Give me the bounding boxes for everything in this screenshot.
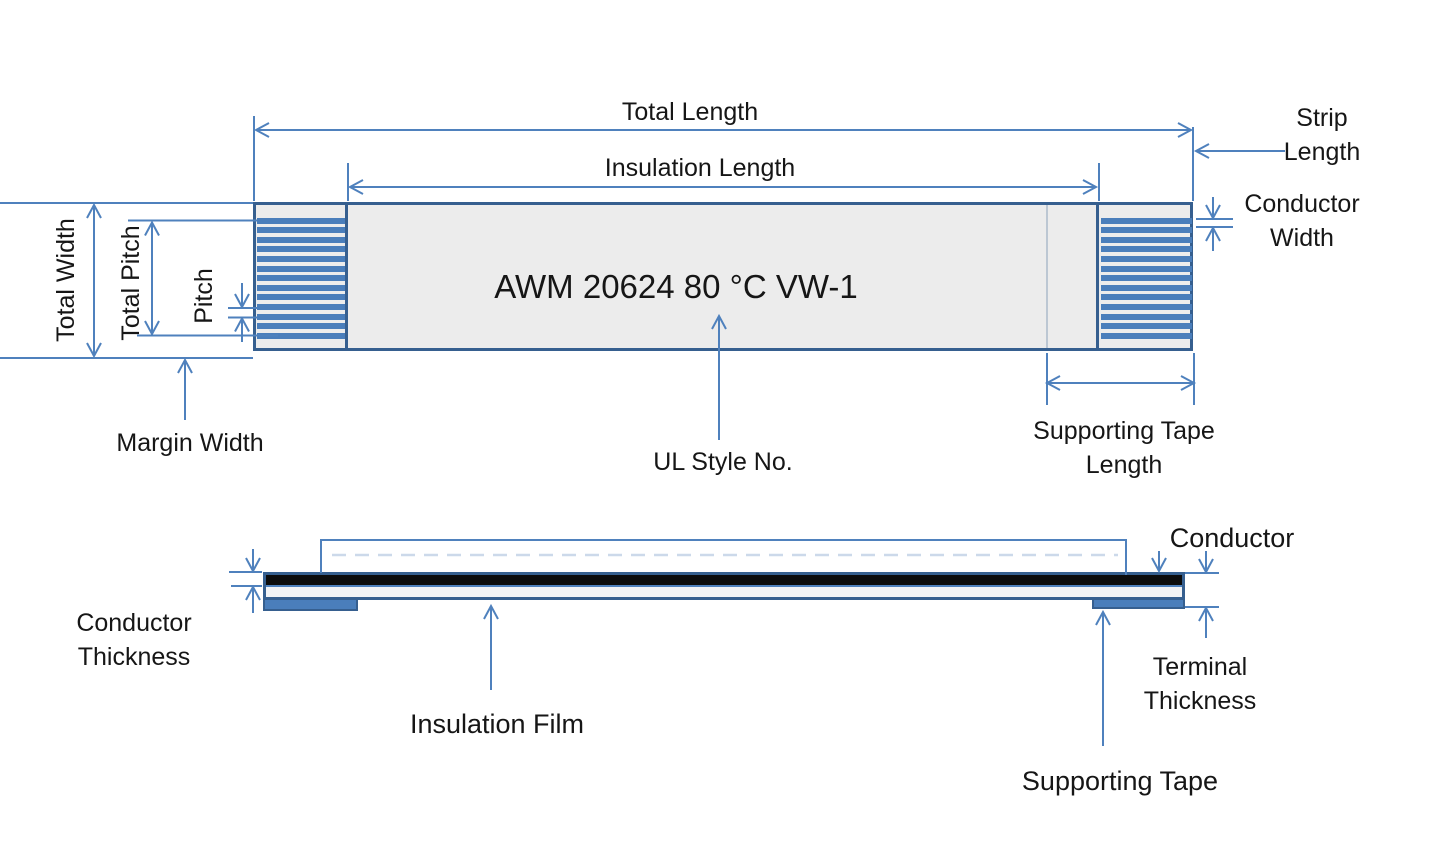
conductor-stripe — [1101, 284, 1192, 291]
arrowhead-insulation-film — [483, 603, 499, 620]
conductor-stripe — [257, 265, 345, 272]
arrowhead-pitch-top — [234, 293, 250, 310]
arrowhead-conductor-thickness-top — [245, 557, 261, 574]
label-strip-length: Strip Length — [1283, 104, 1361, 166]
label-supporting-tape-length: Supporting Tape Length — [1033, 417, 1215, 479]
dim-conductor-leader-bracket — [320, 539, 1127, 575]
label-conductor-thickness: Conductor Thickness — [76, 609, 192, 671]
right-terminal-separator — [1096, 205, 1099, 348]
conductor-stripe — [1101, 275, 1192, 282]
conductor-stripe — [1101, 323, 1192, 330]
adhesive-layer-line — [266, 585, 1182, 587]
conductor-stripe — [257, 332, 345, 339]
label-supporting-tape: Supporting Tape — [1021, 766, 1219, 796]
conductor-stripe — [257, 284, 345, 291]
conductor-stripe — [1101, 246, 1192, 253]
label-conductor-width: Conductor Width — [1244, 190, 1360, 252]
arrowhead-terminal-thickness-top — [1198, 558, 1214, 575]
label-pitch: Pitch — [190, 268, 218, 324]
arrowhead-supporting-tape-length-left — [1044, 375, 1061, 391]
conductor-stripe — [257, 313, 345, 320]
conductor-stripe — [257, 323, 345, 330]
arrowhead-pitch-bottom — [234, 316, 250, 332]
arrowhead-terminal-thickness-bottom — [1198, 605, 1214, 622]
left-terminal-separator — [345, 205, 348, 348]
conductor-stripe — [257, 217, 345, 224]
arrowhead-total-width-top — [86, 202, 102, 219]
arrowhead-conductor-pointer — [1151, 557, 1167, 574]
label-total-pitch: Total Pitch — [117, 225, 145, 341]
conductor-stripe — [1101, 227, 1192, 234]
conductor-stripe — [257, 255, 345, 262]
arrowhead-insulation-length-right — [1082, 179, 1099, 195]
label-insulation-film: Insulation Film — [409, 709, 585, 739]
label-margin-width: Margin Width — [116, 429, 264, 457]
label-total-length: Total Length — [621, 98, 759, 126]
supporting-tape-pad-right — [1092, 598, 1185, 609]
label-insulation-length: Insulation Length — [604, 154, 796, 182]
arrowhead-conductor-width-top — [1205, 204, 1221, 221]
arrowhead-margin-width — [177, 357, 193, 374]
cable-marking-text: AWM 20624 80 °C VW-1 — [494, 268, 858, 305]
conductor-stripe — [1101, 255, 1192, 262]
cable-side-view — [263, 572, 1185, 600]
supporting-tape-boundary-line — [1046, 205, 1048, 348]
label-total-width: Total Width — [52, 218, 80, 342]
conductor-layer — [266, 575, 1182, 585]
label-ul-style-no: UL Style No. — [653, 448, 793, 476]
conductor-stripe — [257, 227, 345, 234]
arrowhead-total-length-left — [253, 122, 270, 138]
arrowhead-total-length-right — [1177, 122, 1194, 138]
supporting-tape-pad-left — [263, 598, 358, 611]
conductor-stripe — [1101, 236, 1192, 243]
conductor-stripe — [1101, 217, 1192, 224]
arrowhead-conductor-width-bottom — [1205, 225, 1221, 242]
arrowhead-supporting-tape — [1095, 609, 1111, 626]
conductor-stripe — [1101, 265, 1192, 272]
conductor-stripe — [1101, 294, 1192, 301]
label-conductor: Conductor — [1169, 523, 1295, 553]
conductor-stripe — [257, 294, 345, 301]
label-terminal-thickness: Terminal Thickness — [1143, 653, 1257, 715]
conductor-stripe — [257, 236, 345, 243]
conductor-stripe — [257, 303, 345, 310]
conductor-stripe — [1101, 303, 1192, 310]
conductor-stripe — [257, 246, 345, 253]
conductor-stripe — [257, 275, 345, 282]
arrowhead-insulation-length-left — [347, 179, 364, 195]
arrowhead-strip-length — [1193, 143, 1210, 159]
arrowhead-conductor-thickness-bottom — [245, 584, 261, 601]
arrowhead-total-width-bottom — [86, 342, 102, 359]
conductor-stripe — [1101, 313, 1192, 320]
arrowhead-supporting-tape-length-right — [1180, 375, 1197, 391]
conductor-stripe — [1101, 332, 1192, 339]
